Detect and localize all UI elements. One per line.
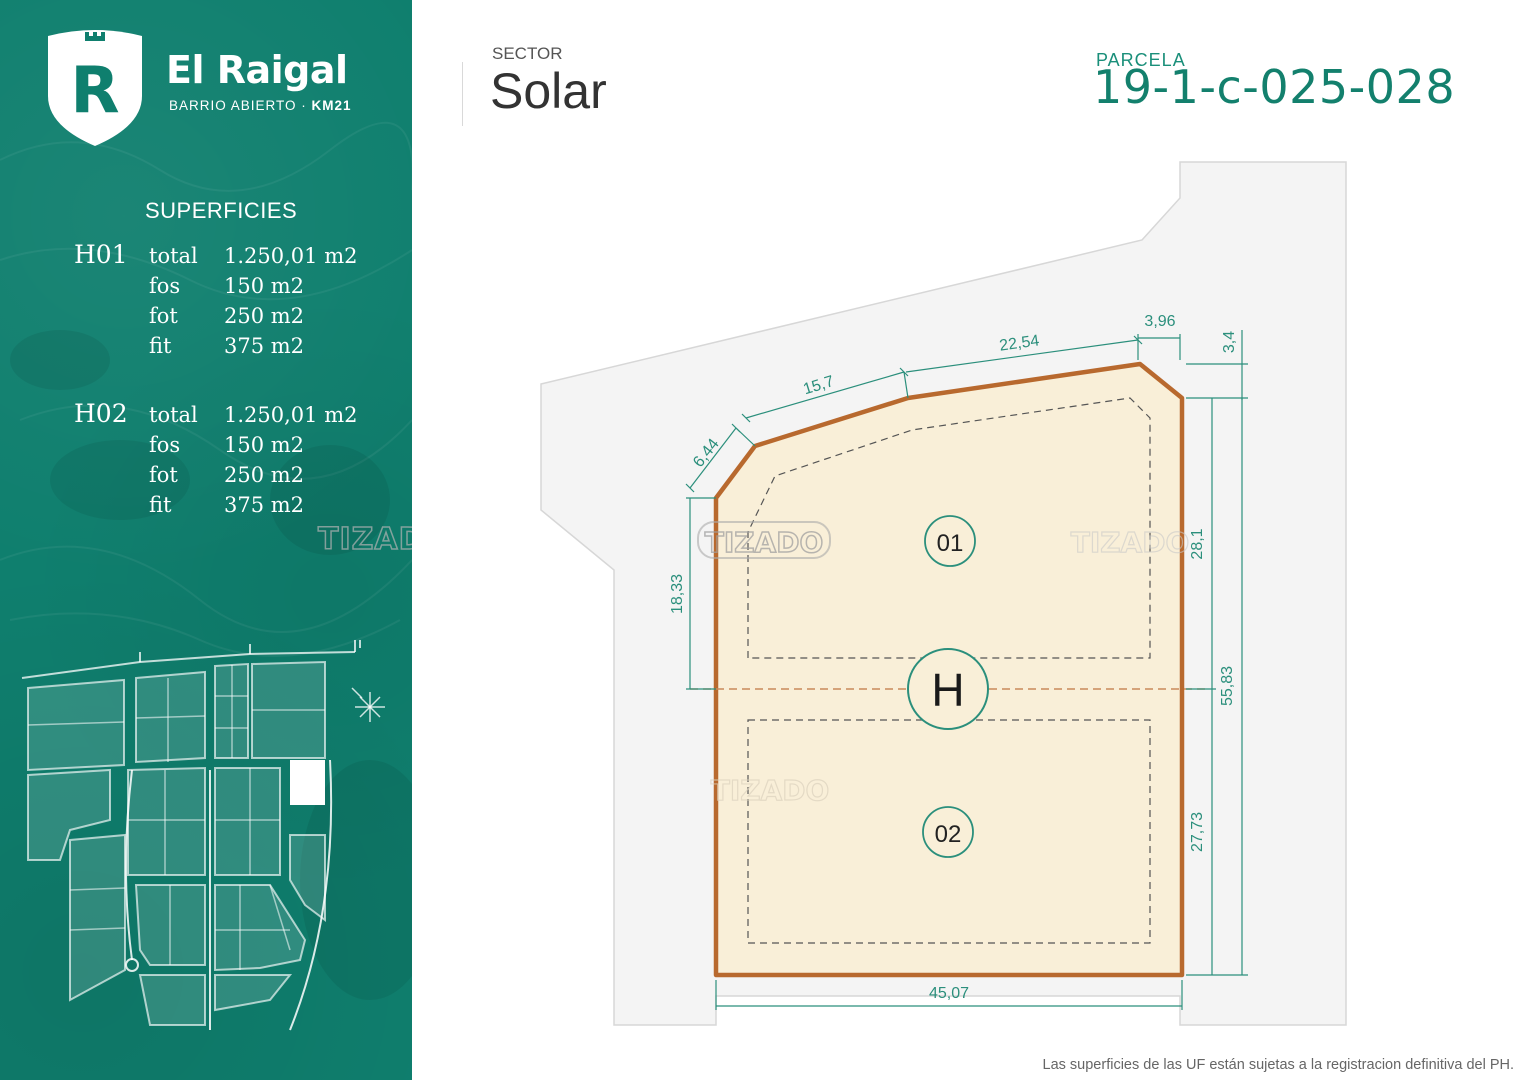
watermarks: TIZADO TIZADO TIZADO (697, 521, 1190, 808)
watermark-center: TIZADO (705, 526, 824, 559)
row-value: 150 m2 (224, 433, 305, 457)
brand-shield-logo: R (48, 30, 142, 146)
row-label: fit (149, 493, 172, 517)
brand-subtitle: BARRIO ABIERTO · KM21 (169, 98, 352, 113)
unit-02-bubble (922, 806, 974, 858)
dimension-lines (685, 330, 1248, 1010)
row-value: 250 m2 (224, 304, 305, 328)
watermark-right: TIZADO (1071, 526, 1190, 559)
highlighted-lot-marker (290, 760, 325, 805)
brand-subtitle-km: KM21 (311, 98, 352, 113)
left-panel: R El Raigal BARRIO ABIERTO · KM21 SUPERF… (0, 0, 412, 1080)
neighborhood-mini-map (21, 640, 385, 1031)
header-divider (462, 62, 463, 126)
parcela-label: PARCELA (1096, 50, 1186, 70)
envelope-02 (747, 719, 1151, 944)
sector-label: SECTOR (492, 44, 563, 63)
brand-subtitle-text: BARRIO ABIERTO · (169, 98, 312, 113)
row-value: 1.250,01 m2 (224, 244, 358, 268)
dim-label: 3,4 (1221, 331, 1238, 353)
row-label: fot (149, 463, 178, 487)
brand-name: El Raigal (166, 48, 348, 92)
north-compass-icon (351, 687, 385, 722)
logo-letter: R (70, 54, 119, 128)
row-label: total (149, 403, 198, 427)
dim-label: 28,1 (1189, 528, 1206, 559)
lot-letter-bubble (907, 648, 989, 730)
unit-name: H01 (74, 240, 128, 269)
row-value: 250 m2 (224, 463, 305, 487)
row-label: fit (149, 334, 172, 358)
row-label: fos (149, 274, 181, 298)
dim-label: 22,54 (998, 332, 1040, 354)
watermark-left: TIZADO (317, 521, 412, 558)
dim-label: 45,07 (929, 985, 969, 1002)
parcela-id: 19-1-c-025-028 (1093, 60, 1456, 114)
footnote: Las superficies de las UF están sujetas … (1042, 1057, 1514, 1073)
row-label: fos (149, 433, 181, 457)
superficies-title: SUPERFICIES (145, 198, 298, 223)
watermark-lower: TIZADO (711, 774, 830, 807)
row-value: 375 m2 (224, 334, 305, 358)
row-value: 375 m2 (224, 493, 305, 517)
unit-name: H02 (74, 399, 128, 428)
row-value: 1.250,01 m2 (224, 403, 358, 427)
unit-01-bubble (924, 515, 976, 567)
row-label: total (149, 244, 198, 268)
lot-plan-diagram: 6,44 15,7 22,54 3,96 3,4 18,33 28,1 27,7… (540, 161, 1347, 1026)
unit-02-label: 02 (935, 821, 962, 848)
sector-name: Solar (490, 63, 607, 119)
unit-01-label: 01 (937, 530, 964, 557)
dim-label: 27,73 (1189, 812, 1206, 852)
lot-letter: H (931, 664, 964, 716)
dim-label: 3,96 (1144, 313, 1175, 330)
row-value: 150 m2 (224, 274, 305, 298)
dim-label: 18,33 (669, 574, 686, 614)
foliage-texture (0, 121, 412, 1000)
row-label: fot (149, 304, 178, 328)
dim-label: 55,83 (1219, 666, 1236, 706)
